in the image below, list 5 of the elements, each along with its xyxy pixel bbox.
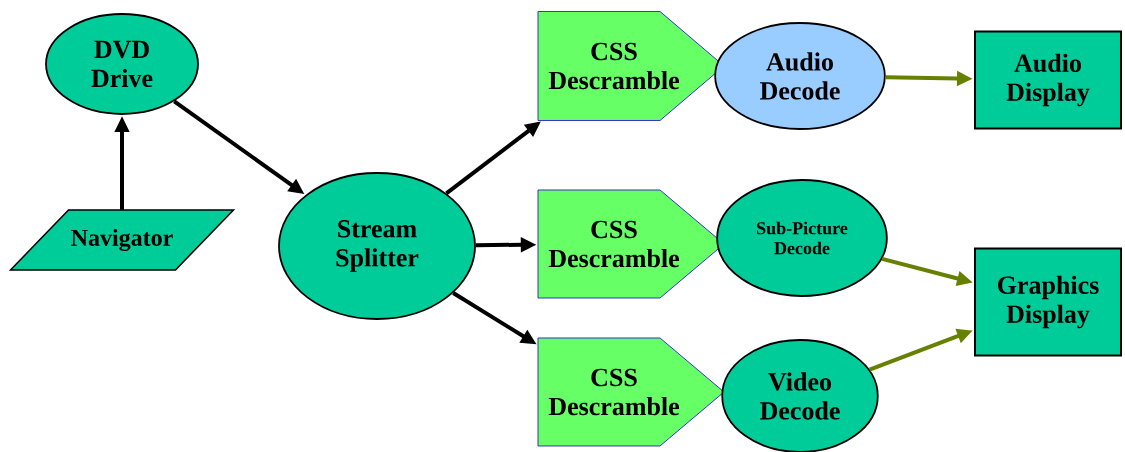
pentagon-box: CSS Descramble xyxy=(537,337,725,447)
pentagon-box: CSS Descramble xyxy=(537,189,725,299)
output-box: Audio Display xyxy=(974,30,1122,130)
output-box: Graphics Display xyxy=(974,247,1122,357)
pentagon-box: CSS Descramble xyxy=(537,11,725,121)
